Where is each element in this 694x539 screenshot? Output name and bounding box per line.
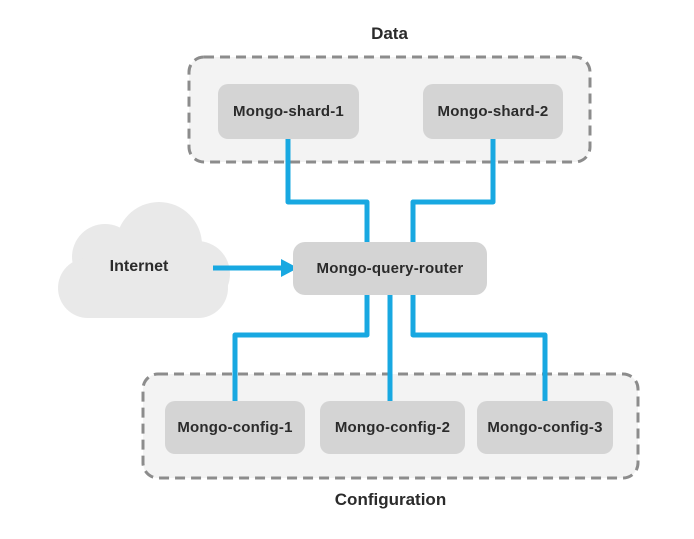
node-mongo-query-router: Mongo-query-router <box>293 242 487 295</box>
configuration-group-label: Configuration <box>334 490 447 509</box>
node-mongo-query-router-label: Mongo-query-router <box>316 260 464 277</box>
internet-cloud-icon <box>58 202 230 318</box>
node-mongo-shard-2-label: Mongo-shard-2 <box>437 103 549 120</box>
connector-shard2-router <box>410 134 496 246</box>
node-mongo-shard-1: Mongo-shard-1 <box>218 84 359 139</box>
node-mongo-config-3: Mongo-config-3 <box>477 401 613 454</box>
node-mongo-config-2-label: Mongo-config-2 <box>334 419 451 436</box>
connector-router-config3 <box>410 291 548 404</box>
connector-router-config1 <box>232 291 370 404</box>
internet-cloud-label: Internet <box>109 258 169 275</box>
node-mongo-config-3-label: Mongo-config-3 <box>487 419 603 436</box>
node-mongo-config-1: Mongo-config-1 <box>165 401 305 454</box>
connector-shard1-router <box>285 134 370 246</box>
node-mongo-shard-2: Mongo-shard-2 <box>423 84 563 139</box>
data-group-label: Data <box>371 24 408 43</box>
node-mongo-shard-1-label: Mongo-shard-1 <box>233 103 344 120</box>
internet-arrow <box>213 259 298 277</box>
node-mongo-config-1-label: Mongo-config-1 <box>177 419 293 436</box>
node-mongo-config-2: Mongo-config-2 <box>320 401 465 454</box>
